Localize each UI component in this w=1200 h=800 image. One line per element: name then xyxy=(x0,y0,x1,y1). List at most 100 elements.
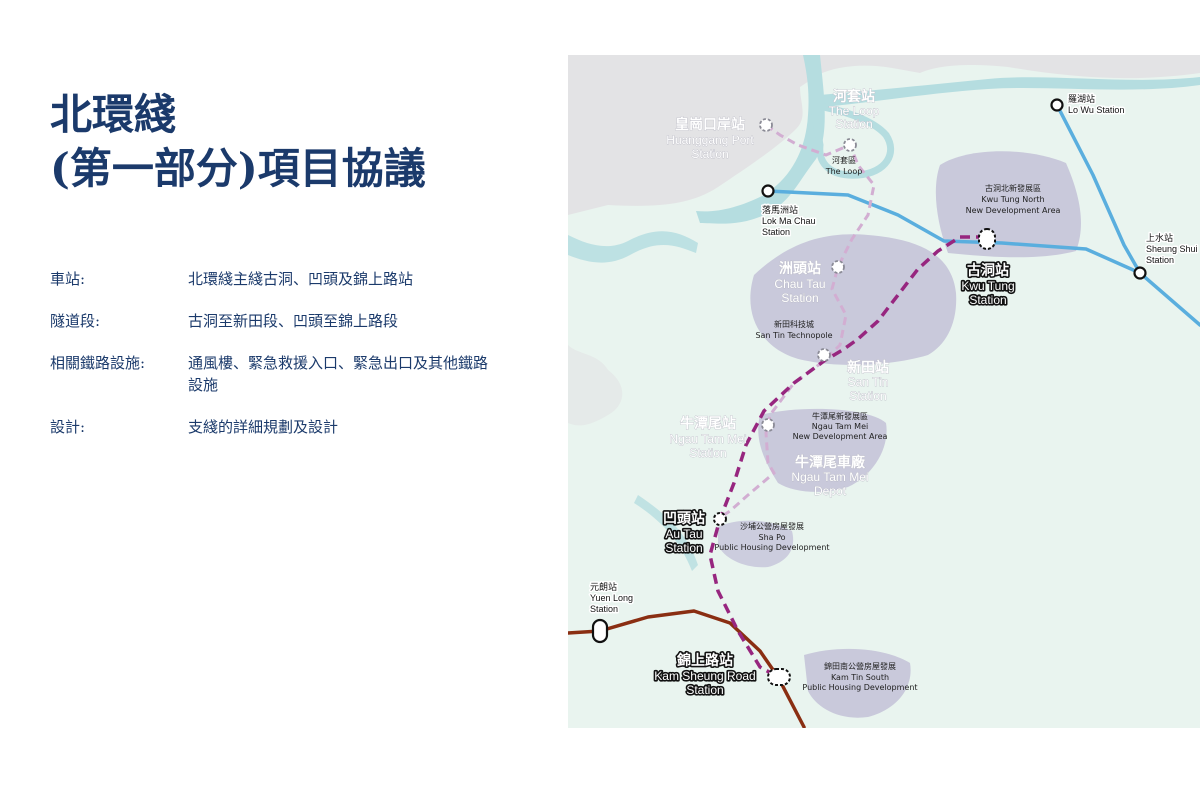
label-yuen-long-en2: Station xyxy=(590,604,618,614)
info-label-stations: 車站: xyxy=(50,270,86,288)
label-the-loop-area-zh: 河套區 xyxy=(832,155,856,165)
label-the-loop-zh: 河套站 xyxy=(833,88,875,105)
east-rail-main xyxy=(766,189,1200,327)
label-san-tin-technopole-en: San Tin Technopole xyxy=(755,331,832,340)
label-the-loop-area-en: The Loop xyxy=(825,167,863,176)
east-rail-lo-wu-branch xyxy=(1055,103,1142,275)
spur-line xyxy=(717,123,876,521)
channel-yuen-long xyxy=(634,495,698,571)
label-san-tin-en2: Station xyxy=(849,389,886,403)
label-au-tau-zh: 凹頭站 xyxy=(663,510,705,527)
info-label-tunnels: 隧道段: xyxy=(50,312,101,330)
map-svg: 羅湖站 Lo Wu Station 上水站 Sheung Shui Statio… xyxy=(568,55,1200,728)
info-value-design: 支綫的詳細規劃及設計 xyxy=(188,418,339,436)
label-sheung-shui-en1: Sheung Shui xyxy=(1146,244,1198,254)
station-marker-kwu-tung xyxy=(978,228,996,250)
label-ngau-tam-mei-nda-zh: 牛潭尾新發展區 xyxy=(812,411,868,421)
label-ngau-tam-mei-depot-zh: 牛潭尾車廠 xyxy=(795,454,866,471)
station-marker-kam-sheung-road xyxy=(767,668,791,686)
info-value-facilities: 通風樓、緊急救援入口、緊急出口及其他鐵路設施 xyxy=(188,354,489,394)
station-marker-chau-tau xyxy=(831,260,845,274)
label-ngau-tam-mei-zh: 牛潭尾站 xyxy=(680,415,736,432)
label-yuen-long-zh: 元朗站 xyxy=(590,581,617,593)
label-lo-wu-en: Lo Wu Station xyxy=(1068,105,1124,115)
info-value-tunnels: 古洞至新田段、凹頭至錦上路段 xyxy=(188,312,399,330)
station-marker-san-tin xyxy=(817,348,831,362)
development-kam-tin-south xyxy=(804,648,911,718)
label-ngau-tam-mei-nda-en1: Ngau Tam Mei xyxy=(812,422,868,431)
label-kwu-tung-north-en2: New Development Area xyxy=(966,206,1061,215)
label-kam-sheung-road-en2: Station xyxy=(686,683,723,697)
label-sha-po-en1: Sha Po xyxy=(758,533,785,542)
label-lok-ma-chau-en1: Lok Ma Chau xyxy=(762,216,816,226)
project-info-list: 車站: 北環綫主綫古洞、凹頭及錦上路站 隧道段: 古洞至新田段、凹頭至錦上路段 … xyxy=(50,268,520,438)
land-north-shenzhen xyxy=(568,55,1200,215)
station-marker-lok-ma-chau xyxy=(761,184,775,198)
page-title-line-2: (第一部分)項目協議 xyxy=(50,144,426,193)
river-north-east xyxy=(820,77,1200,107)
river-shenzhen xyxy=(696,55,825,224)
label-ngau-tam-mei-depot-en1: Ngau Tam Mei xyxy=(791,470,868,484)
station-marker-huanggang xyxy=(759,118,773,132)
label-kam-tin-south-en2: Public Housing Development xyxy=(802,683,917,692)
development-sha-po xyxy=(718,520,794,568)
label-kam-sheung-road-zh: 錦上路站 xyxy=(677,652,733,669)
label-chau-tau-en2: Station xyxy=(781,291,818,305)
station-marker-ngau-tam-mei xyxy=(761,418,775,432)
station-marker-au-tau xyxy=(713,512,727,526)
label-sheung-shui-zh: 上水站 xyxy=(1146,232,1173,244)
label-lok-ma-chau-zh: 落馬洲站 xyxy=(762,204,798,216)
info-row-stations: 車站: 北環綫主綫古洞、凹頭及錦上路站 xyxy=(50,268,520,290)
label-lo-wu-zh: 羅湖站 xyxy=(1068,93,1095,105)
station-marker-the-loop xyxy=(843,138,857,152)
station-marker-yuen-long xyxy=(591,618,609,644)
label-san-tin-zh: 新田站 xyxy=(847,359,889,376)
info-row-tunnels: 隧道段: 古洞至新田段、凹頭至錦上路段 xyxy=(50,310,520,332)
info-value-stations: 北環綫主綫古洞、凹頭及錦上路站 xyxy=(188,270,414,288)
station-marker-sheung-shui xyxy=(1133,266,1147,280)
label-ngau-tam-mei-en1: Ngau Tam Mei xyxy=(669,432,746,446)
info-label-facilities: 相關鐵路設施: xyxy=(50,354,146,372)
northern-link-main xyxy=(708,235,986,679)
label-san-tin-en1: San Tin xyxy=(848,375,889,389)
label-kam-sheung-road-en1: Kam Sheung Road xyxy=(654,669,755,683)
label-sha-po-en2: Public Housing Development xyxy=(714,543,829,552)
label-au-tau-en1: Au Tau xyxy=(665,527,702,541)
label-kam-tin-south-zh: 錦田南公營房屋發展 xyxy=(824,661,896,671)
label-kwu-tung-north-zh: 古洞北新發展區 xyxy=(985,183,1041,193)
development-kwu-tung-north xyxy=(935,151,1081,258)
label-ngau-tam-mei-nda-en2: New Development Area xyxy=(793,432,888,441)
label-sheung-shui-en2: Station xyxy=(1146,255,1174,265)
label-san-tin-technopole-zh: 新田科技城 xyxy=(774,319,814,329)
label-kwu-tung-north-en1: Kwu Tung North xyxy=(981,195,1044,204)
station-marker-lo-wu xyxy=(1050,98,1064,112)
page-title-line-1: 北環綫 xyxy=(50,90,177,139)
label-kwu-tung-en1: Kwu Tung xyxy=(961,279,1014,293)
label-kam-tin-south-en1: Kam Tin South xyxy=(831,673,889,682)
label-the-loop-en1: The Loop xyxy=(829,104,880,118)
railway-map: 羅湖站 Lo Wu Station 上水站 Sheung Shui Statio… xyxy=(568,55,1200,728)
label-huanggang-en2: Station xyxy=(691,147,728,161)
label-sha-po-zh: 沙埔公營房屋發展 xyxy=(740,521,804,531)
label-ngau-tam-mei-depot-en2: Depot xyxy=(814,484,847,498)
river-west xyxy=(568,231,698,263)
loop-river xyxy=(808,100,895,179)
label-kwu-tung-zh: 古洞站 xyxy=(967,262,1009,279)
development-san-tin xyxy=(750,234,957,365)
label-the-loop-en2: Station xyxy=(835,117,872,131)
label-chau-tau-en1: Chau Tau xyxy=(774,277,825,291)
label-huanggang-en1: Huanggang Port xyxy=(666,133,754,147)
label-huanggang-zh: 皇崗口岸站 xyxy=(675,116,745,133)
info-row-design: 設計: 支綫的詳細規劃及設計 xyxy=(50,416,520,438)
label-lok-ma-chau-en2: Station xyxy=(762,227,790,237)
label-au-tau-en2: Station xyxy=(665,541,702,555)
development-ngau-tam-mei xyxy=(758,408,887,492)
land-west-upper xyxy=(568,345,623,426)
label-kwu-tung-en2: Station xyxy=(969,293,1006,307)
label-ngau-tam-mei-en2: Station xyxy=(689,446,726,460)
title-block: 北環綫 (第一部分)項目協議 xyxy=(50,88,426,196)
label-chau-tau-zh: 洲頭站 xyxy=(779,260,821,277)
label-yuen-long-en1: Yuen Long xyxy=(590,593,633,603)
info-row-facilities: 相關鐵路設施: 通風樓、緊急救援入口、緊急出口及其他鐵路設施 xyxy=(50,352,520,396)
info-label-design: 設計: xyxy=(50,418,86,436)
